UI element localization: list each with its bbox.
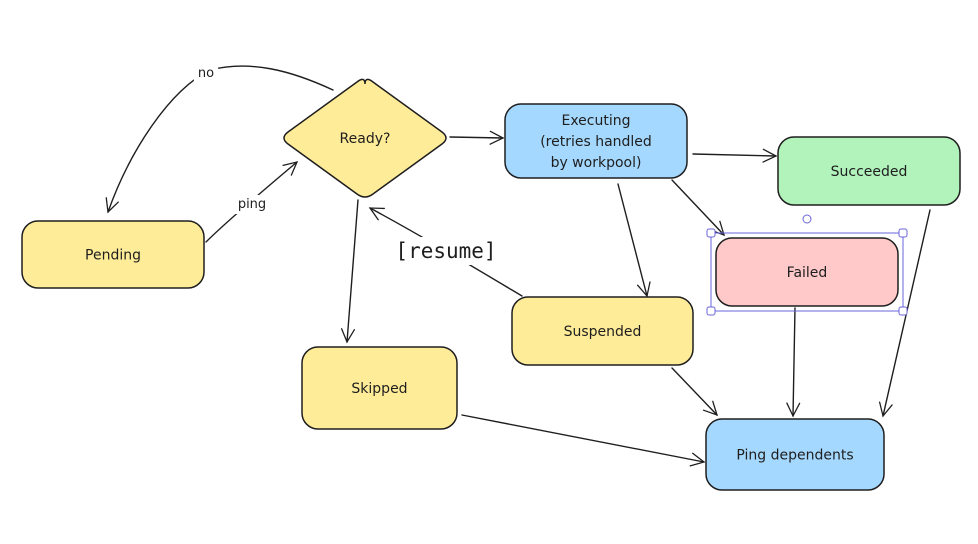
edge-pending-to-ready[interactable] (205, 161, 299, 243)
node-label: Failed (787, 265, 828, 281)
edge-label-ready-to-pending[interactable]: no (198, 66, 214, 81)
resize-handle[interactable] (706, 228, 716, 238)
edge-label-pending-to-ready[interactable]: ping (238, 197, 266, 212)
node-executing[interactable]: Executing (retries handled by workpool) (504, 103, 688, 179)
edge-executing-to-failed[interactable] (671, 179, 725, 237)
node-label: Ready? (340, 131, 391, 147)
rect-shape (705, 418, 885, 491)
diamond-shape (283, 78, 447, 198)
rotate-handle[interactable] (802, 214, 812, 224)
rect-shape (715, 237, 899, 307)
node-pending[interactable]: Pending (21, 220, 205, 289)
selection-box (710, 232, 904, 312)
node-label: Executing (561, 113, 630, 129)
edge-label-suspended-to-ready[interactable]: [resume] (395, 239, 496, 263)
edge-label-backdrop (391, 237, 501, 265)
node-succeeded[interactable]: Succeeded (777, 136, 961, 206)
edge-suspended-to-ping-dependents[interactable] (671, 367, 718, 417)
node-label: (retries handled (540, 134, 652, 150)
node-ready[interactable]: Ready? (283, 78, 447, 198)
node-label: Suspended (564, 324, 642, 340)
node-failed[interactable]: Failed (715, 237, 899, 307)
edge-labels-layer: no ping [resume] (193, 64, 501, 265)
edge-label-backdrop (193, 64, 219, 83)
edge-ready-to-skipped[interactable] (340, 199, 359, 344)
node-skipped[interactable]: Skipped (301, 346, 458, 430)
node-label: by workpool) (551, 155, 642, 171)
resize-handle[interactable] (898, 228, 908, 238)
rect-shape (777, 136, 961, 206)
edge-executing-to-succeeded[interactable] (692, 148, 778, 163)
rect-shape (504, 103, 688, 179)
node-label: Skipped (351, 381, 407, 397)
rect-shape (301, 346, 458, 430)
rect-shape (511, 296, 694, 366)
edge-skipped-to-ping-dependents[interactable] (461, 414, 706, 467)
node-suspended[interactable]: Suspended (511, 296, 694, 366)
resize-handle[interactable] (898, 306, 908, 316)
node-label: Succeeded (831, 164, 908, 180)
node-label: Pending (85, 248, 141, 264)
node-label: Ping dependents (736, 448, 853, 464)
edge-executing-to-suspended[interactable] (617, 183, 651, 298)
edge-ready-to-executing[interactable] (449, 130, 505, 145)
rect-shape (21, 220, 205, 289)
resize-handle[interactable] (706, 306, 716, 316)
nodes-layer: Pending Ready? Executing (retries handled by… (21, 78, 961, 491)
edge-label-backdrop (233, 195, 271, 214)
edge-failed-to-ping-dependents[interactable] (786, 307, 801, 418)
node-ping-dependents[interactable]: Ping dependents (705, 418, 885, 491)
selection-layer (706, 214, 908, 316)
